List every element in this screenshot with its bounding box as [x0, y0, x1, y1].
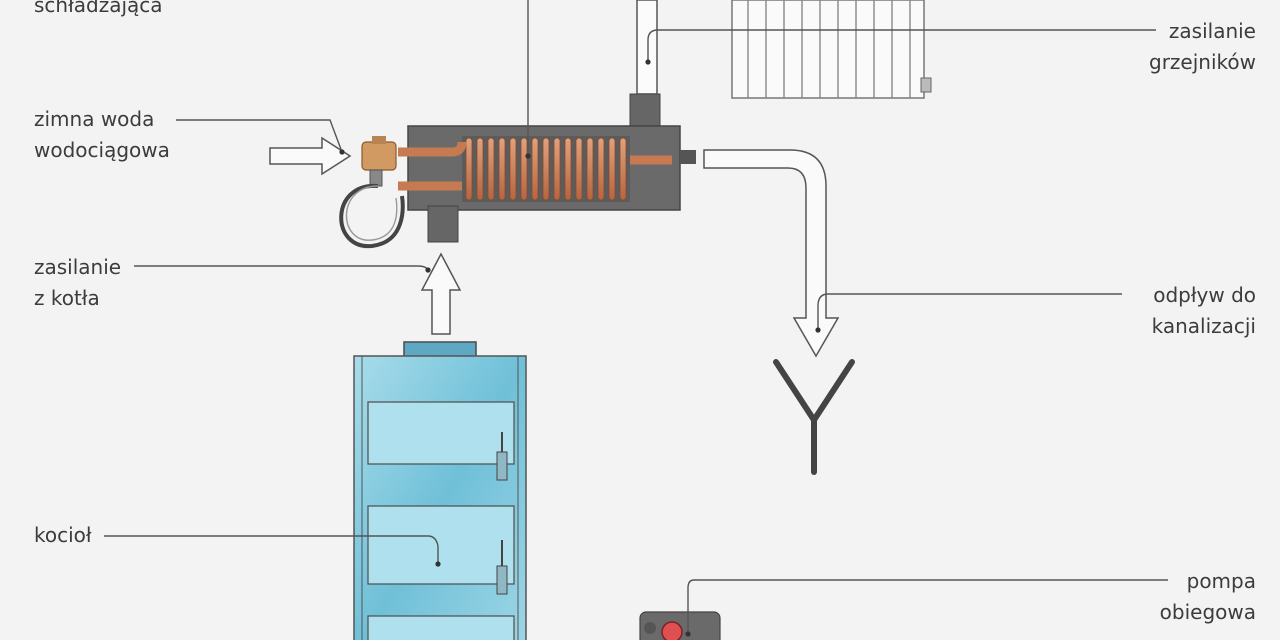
drain-symbol [773, 359, 855, 475]
heat-exchanger [398, 93, 696, 243]
label-radiator-supply-line1: zasilanie [1168, 19, 1256, 43]
label-circulation-pump-line1: pompa [1186, 569, 1256, 593]
label-boiler-text: kocioł [34, 523, 92, 547]
label-circulation-pump-line2: obiegowa [1159, 600, 1256, 624]
label-drain-outflow: odpływ do kanalizacji [1152, 280, 1256, 342]
label-schladzajaca-text: schładzająca [34, 0, 163, 17]
boiler [353, 341, 527, 640]
label-cold-water-line1: zimna woda [34, 107, 155, 131]
label-schladzajaca: schładzająca [34, 0, 163, 21]
label-circulation-pump: pompa obiegowa [1160, 566, 1256, 628]
label-drain-outflow-line1: odpływ do [1153, 283, 1256, 307]
label-cold-water-line2: wodociągowa [34, 138, 170, 162]
label-boiler-supply-line1: zasilanie [34, 255, 122, 279]
label-boiler-supply-line2: z kotła [34, 286, 100, 310]
leader-dots [339, 59, 821, 637]
drain-outflow-pipe [703, 149, 840, 358]
label-cold-water: zimna woda wodociągowa [34, 104, 170, 166]
boiler-supply-arrow [420, 252, 462, 335]
circulation-pump [639, 611, 721, 640]
label-boiler: kocioł [34, 520, 92, 551]
label-boiler-supply: zasilanie z kotła [34, 252, 121, 314]
cold-water-inlet-arrow [269, 136, 352, 176]
thermostatic-valve [339, 136, 405, 249]
radiator-supply-pipe [636, 0, 658, 95]
label-drain-outflow-line2: kanalizacji [1151, 314, 1256, 338]
label-radiator-supply-line2: grzejników [1149, 50, 1256, 74]
label-radiator-supply: zasilanie grzejników [1149, 16, 1256, 78]
radiator [731, 0, 932, 99]
